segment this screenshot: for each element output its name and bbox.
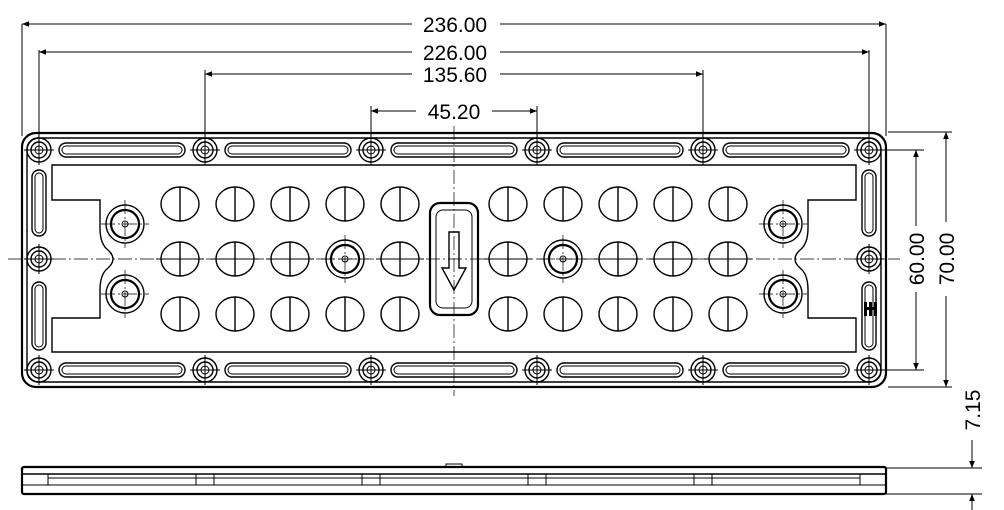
screw-boss [539, 235, 587, 283]
lens [325, 296, 365, 332]
dimension-outer-hole-pitch: 226.00 [38, 42, 870, 140]
lens [649, 241, 697, 277]
edge-slot [722, 362, 850, 378]
lens [484, 241, 532, 277]
edge-slot [390, 362, 518, 378]
lens [598, 296, 638, 332]
lens [598, 186, 638, 222]
edge-slot [31, 169, 47, 237]
edge-slot [556, 142, 684, 158]
lens [160, 186, 200, 222]
lens [215, 296, 255, 332]
edge-slot [224, 142, 352, 158]
dimension-overall-width-label: 70.00 [936, 233, 959, 286]
dimension-overall-length-label: 236.00 [423, 14, 487, 37]
edge-slot [556, 362, 684, 378]
dimension-thickness-label: 7.15 [962, 390, 985, 431]
mounting-hole [356, 135, 386, 165]
side-view [20, 463, 888, 496]
mounting-hole [688, 355, 718, 385]
screw-boss [321, 235, 369, 283]
lens [380, 296, 420, 332]
lens [653, 296, 693, 332]
mounting-hole [24, 355, 54, 385]
dimension-outer-hole-pitch-label: 226.00 [423, 42, 487, 65]
screw-boss [101, 270, 149, 318]
lens [380, 186, 420, 222]
mounting-hole [522, 135, 552, 165]
mounting-holes [24, 135, 884, 385]
dimension-middle-hole-pitch: 135.60 [204, 64, 704, 140]
mounting-hole [356, 355, 386, 385]
edge-slot [224, 362, 352, 378]
lens [325, 186, 365, 222]
lens [543, 186, 583, 222]
lens [270, 186, 310, 222]
mounting-hole [24, 244, 54, 274]
plan-view [8, 126, 900, 396]
edge-slot [58, 362, 186, 378]
lens [160, 296, 200, 332]
edge-slot [31, 281, 47, 351]
lens [266, 241, 314, 277]
side-view-outline [20, 465, 888, 496]
center-window [428, 201, 480, 317]
dimension-thickness: 7.15 [886, 390, 985, 510]
mounting-hole [688, 135, 718, 165]
mounting-hole [854, 135, 884, 165]
dimension-hole-row-pitch-label: 60.00 [906, 233, 929, 286]
lens [211, 241, 259, 277]
marking-logo [864, 302, 877, 316]
lens [543, 296, 583, 332]
dimension-overall-length: 236.00 [21, 14, 887, 136]
lens [653, 186, 693, 222]
screw-boss [759, 200, 807, 248]
edge-slot [722, 142, 850, 158]
lens [488, 186, 528, 222]
mounting-hole [522, 355, 552, 385]
dimension-inner-hole-pitch: 45.20 [370, 101, 538, 140]
lens [215, 186, 255, 222]
mounting-hole [854, 244, 884, 274]
lens [594, 241, 642, 277]
lens [708, 296, 748, 332]
mounting-hole [854, 355, 884, 385]
screw-boss [101, 200, 149, 248]
screw-bosses [101, 200, 807, 318]
lens [156, 241, 204, 277]
dimension-inner-hole-pitch-label: 45.20 [428, 101, 481, 124]
lens [376, 241, 424, 277]
mounting-hole [190, 355, 220, 385]
lens-array [156, 186, 752, 332]
edge-slot [861, 169, 877, 237]
direction-arrow-icon [440, 231, 468, 292]
lens [708, 186, 748, 222]
dimension-overall-width: 70.00 [888, 131, 959, 388]
lens [704, 241, 752, 277]
mounting-hole [190, 135, 220, 165]
lens [270, 296, 310, 332]
inner-cavity [51, 164, 857, 353]
screw-boss [759, 270, 807, 318]
edge-slot [390, 142, 518, 158]
edge-slot [58, 142, 186, 158]
dimension-middle-hole-pitch-label: 135.60 [423, 64, 487, 87]
lens [488, 296, 528, 332]
dimension-hole-row-pitch: 60.00 [872, 149, 929, 371]
mounting-hole [24, 135, 54, 165]
